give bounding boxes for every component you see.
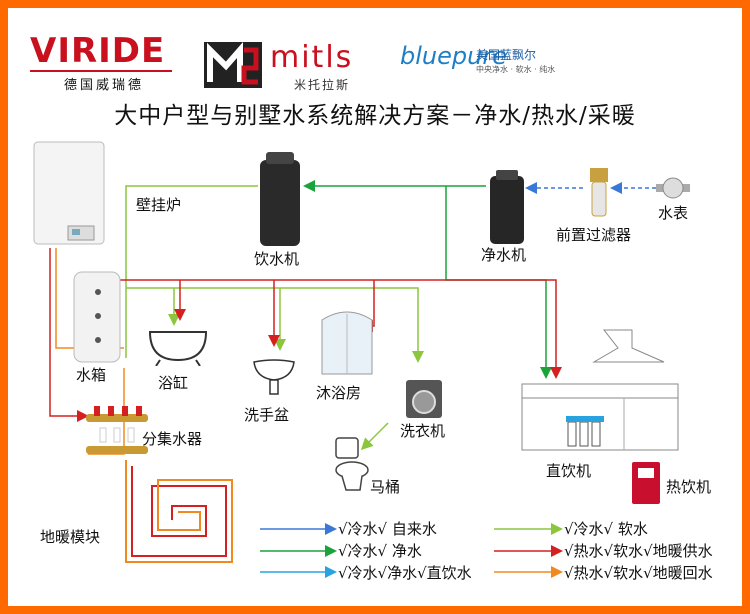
viride-logo-sub: 德国威瑞德 <box>63 78 144 93</box>
legend-item-hot-supply: √热水√软水√地暖供水 <box>564 542 713 560</box>
water-tank-label: 水箱 <box>76 366 107 384</box>
direct-drink-label: 直饮机 <box>546 462 592 480</box>
legend-item-soft: √冷水√ 软水 <box>564 520 648 538</box>
legend-item-hot-return: √热水√软水√地暖回水 <box>564 564 713 582</box>
manifold-label: 分集水器 <box>142 430 203 448</box>
water-purifier-label: 净水机 <box>481 246 527 264</box>
floor-heating-label: 地暖模块 <box>40 528 101 546</box>
shower-room-label: 沐浴房 <box>316 384 362 402</box>
diagram-canvas: VIRIDE 德国威瑞德 mitls 米托拉斯 bluepure 美国蓝飘尔 中… <box>8 8 742 606</box>
bathtub-icon <box>148 331 208 366</box>
hot-drink-machine-icon <box>632 462 660 504</box>
hot-water-pipe-main <box>98 279 562 379</box>
legend-item-pure: √冷水√ 净水 <box>338 542 422 560</box>
boiler-label: 壁挂炉 <box>136 196 182 214</box>
manifold-icon <box>86 406 148 454</box>
water-meter-icon <box>656 177 690 199</box>
boiler-icon <box>33 141 105 245</box>
legend-item-direct: √冷水√净水√直饮水 <box>338 564 472 582</box>
bluepure-logo-word: bluepure <box>400 42 507 70</box>
page-title: 大中户型与别墅水系统解决方案－净水/热水/采暖 <box>114 103 636 129</box>
bluepure-logo: bluepure 美国蓝飘尔 中央净水 · 软水 · 纯水 <box>400 38 560 84</box>
prefilter-icon <box>590 168 608 217</box>
drinking-machine-label: 饮水机 <box>254 250 300 268</box>
water-meter-label: 水表 <box>658 204 689 222</box>
toilet-label: 马桶 <box>370 478 401 496</box>
mitls-logo: mitls 米托拉斯 <box>204 40 389 92</box>
washing-machine-label: 洗衣机 <box>400 422 446 440</box>
washbasin-icon <box>253 359 295 395</box>
toilet-icon <box>335 437 369 491</box>
washbasin-label: 洗手盆 <box>244 406 290 424</box>
viride-logo: VIRIDE 德国威瑞德 <box>30 34 178 96</box>
direct-drink-machine-icon <box>566 416 604 447</box>
viride-logo-word: VIRIDE <box>30 31 166 71</box>
legend-item-tap: √冷水√ 自来水 <box>338 520 437 538</box>
mitls-emblem-icon <box>204 42 262 88</box>
soft-water-pipe-toilet <box>360 422 389 451</box>
mitls-logo-sub: 米托拉斯 <box>294 78 351 92</box>
washing-machine-icon <box>406 380 442 418</box>
water-purifier-icon <box>490 170 524 244</box>
drinking-machine-icon <box>260 152 300 246</box>
shower-room-icon <box>321 311 373 375</box>
soft-water-pipe-shower <box>126 287 424 363</box>
bathtub-label: 浴缸 <box>158 374 189 392</box>
floor-heating-coil <box>125 460 233 563</box>
bluepure-logo-cn: 美国蓝飘尔 <box>476 48 537 62</box>
water-tank-icon <box>73 271 121 363</box>
bluepure-logo-sub: 中央净水 · 软水 · 纯水 <box>476 65 556 74</box>
heating-supply-pipe <box>49 248 89 422</box>
soft-water-pipe-main <box>125 185 258 358</box>
prefilter-label: 前置过滤器 <box>556 226 632 244</box>
kitchen-cabinet-icon <box>521 329 679 451</box>
hot-drink-label: 热饮机 <box>666 478 712 496</box>
mitls-logo-word: mitls <box>270 40 354 75</box>
